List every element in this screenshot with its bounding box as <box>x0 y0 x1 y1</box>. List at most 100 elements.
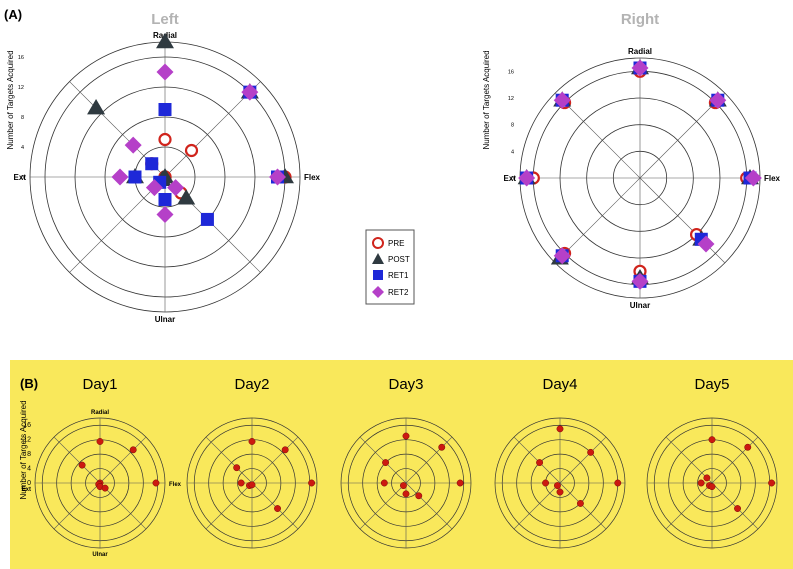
direction-label-flex: Flex <box>304 173 321 182</box>
data-point-ret2 <box>167 179 185 197</box>
legend-marker-ret1 <box>373 270 383 280</box>
data-point <box>248 481 256 489</box>
chart-title: Day4 <box>542 376 577 393</box>
data-point-ret2 <box>124 136 142 154</box>
data-point <box>456 479 464 487</box>
data-point-ret2 <box>697 235 715 253</box>
legend-marker-pre <box>372 237 384 249</box>
right-ylabel: Number of Targets Acquired <box>482 50 491 149</box>
data-point <box>734 505 741 512</box>
grid-spoke <box>359 482 407 530</box>
data-point <box>553 482 561 490</box>
series-ret2 <box>518 59 762 290</box>
polar-chart-day3: Day3 <box>340 376 472 549</box>
tick-label: 8 <box>27 451 31 458</box>
data-point-ret1 <box>128 170 142 184</box>
series-ret1 <box>128 85 284 226</box>
series-post <box>517 59 759 285</box>
data-point-ret2 <box>241 83 259 101</box>
tick-label: 16 <box>18 55 24 61</box>
legend: PRE POST RET1 RET2 <box>365 229 415 305</box>
grid-spoke <box>53 482 101 530</box>
data-point <box>101 484 109 492</box>
left-ylabel: Number of Targets Acquired <box>6 50 15 149</box>
tick-label: 12 <box>508 96 514 102</box>
data-point-post <box>87 99 106 115</box>
data-point <box>708 483 716 491</box>
grid-spoke <box>639 92 726 179</box>
tick-label: 4 <box>21 145 24 151</box>
direction-label-flex: Flex <box>764 174 781 183</box>
tick-label: 0 <box>27 480 31 487</box>
grid-spoke <box>359 436 407 484</box>
grid-spoke <box>405 482 453 530</box>
tick-label: 8 <box>21 115 24 121</box>
direction-label-ext: Ext <box>504 174 517 183</box>
direction-label-radial: Radial <box>91 410 109 416</box>
data-point-post <box>156 33 174 49</box>
data-point-ret2 <box>744 169 762 187</box>
legend-label-ret1: RET1 <box>388 271 409 280</box>
direction-label-ext: Ext <box>22 487 31 493</box>
legend-item-post: POST <box>372 253 410 264</box>
data-point-ret2 <box>269 168 286 186</box>
chart-title: Day2 <box>234 376 269 393</box>
data-point <box>744 443 752 451</box>
chart-title: Day5 <box>694 376 729 393</box>
grid-spoke <box>639 177 726 264</box>
grid-spoke <box>554 92 641 179</box>
data-point-ret2 <box>631 59 649 77</box>
polar-chart-day4: Day4 <box>494 376 626 549</box>
panel-a-label: (A) <box>4 7 22 22</box>
grid-spoke <box>69 176 166 273</box>
legend-marker-post <box>372 253 384 264</box>
data-point <box>129 446 137 454</box>
data-point-ret2 <box>145 179 163 197</box>
tick-label: 4 <box>27 466 31 473</box>
data-point <box>402 490 410 498</box>
data-point-ret1 <box>200 212 214 226</box>
grid-spoke <box>711 482 759 530</box>
legend-item-ret1: RET1 <box>373 270 409 280</box>
tick-label: 0 <box>511 176 514 182</box>
data-point <box>703 474 711 482</box>
data-point <box>556 488 564 496</box>
grid-spoke <box>205 436 253 484</box>
data-point <box>237 479 245 487</box>
tick-label: 12 <box>23 437 31 444</box>
data-point <box>96 438 104 445</box>
series-ret2 <box>111 63 286 223</box>
polar-charts: LeftRadialUlnarFlexExt1612840RightRadial… <box>14 11 781 558</box>
data-point <box>308 479 316 487</box>
tick-label: 8 <box>511 123 514 129</box>
legend-label-post: POST <box>388 255 410 264</box>
data-point <box>708 436 716 444</box>
data-point-ret2 <box>553 247 571 265</box>
grid-spoke <box>559 436 607 484</box>
data-point <box>152 479 160 487</box>
data-point <box>233 464 241 472</box>
grid-spoke <box>99 482 147 530</box>
direction-label-ext: Ext <box>14 173 27 182</box>
data-point <box>697 479 705 487</box>
data-point <box>614 479 622 487</box>
data-point <box>438 443 446 451</box>
data-point <box>536 459 544 467</box>
data-point <box>556 425 564 433</box>
tick-label: 0 <box>21 175 24 181</box>
data-point <box>576 499 584 507</box>
legend-item-pre: PRE <box>372 237 404 249</box>
grid-spoke <box>99 436 147 484</box>
direction-label-ulnar: Ulnar <box>92 552 108 558</box>
data-point-ret2 <box>631 272 649 290</box>
tick-label: 4 <box>511 149 514 155</box>
data-point-ret2 <box>709 91 727 109</box>
chart-title: Day3 <box>388 376 423 393</box>
data-point <box>768 479 776 487</box>
day-ylabel: Number of Targets Acquired <box>19 400 28 499</box>
data-point-ret1 <box>158 193 172 206</box>
legend-label-pre: PRE <box>388 239 404 248</box>
direction-label-radial: Radial <box>628 47 652 56</box>
